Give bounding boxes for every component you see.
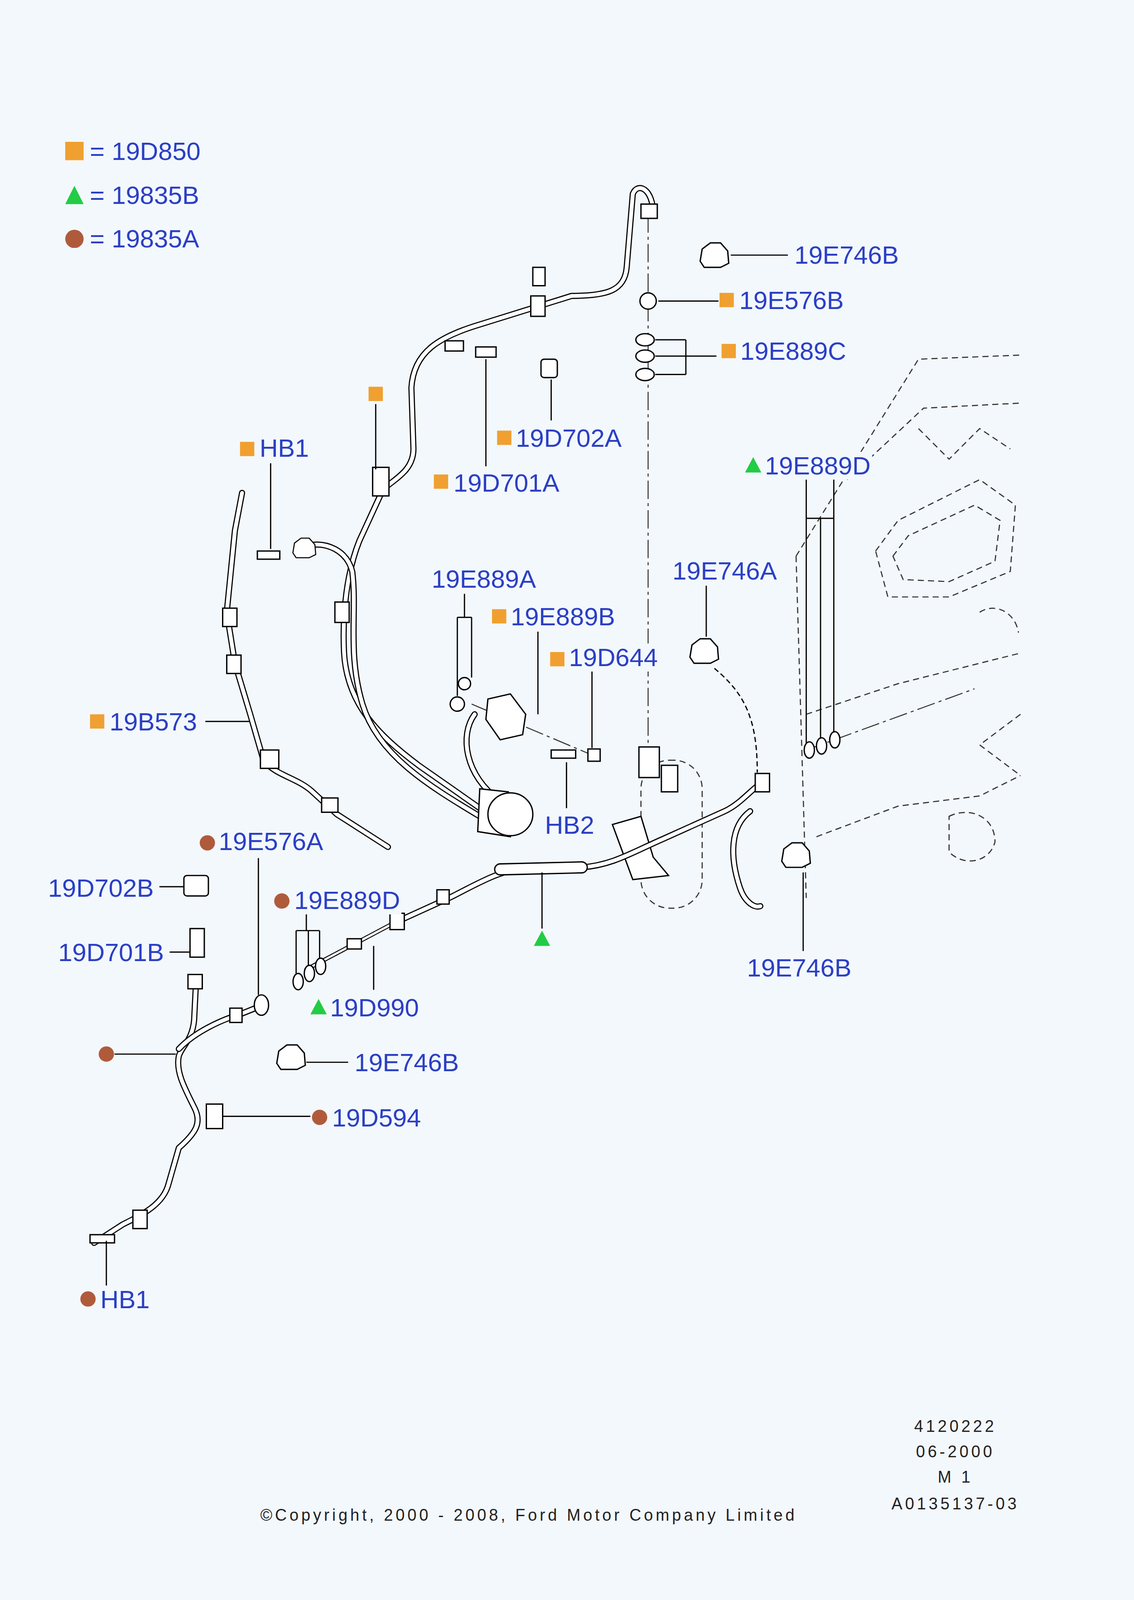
part-number: HB1 — [258, 434, 311, 463]
legend-text: = 19835A — [89, 224, 199, 253]
part-number: 19D702A — [514, 424, 623, 453]
illustration-code: A0135137-03 — [890, 1494, 1021, 1513]
part-number: 19D644 — [567, 643, 660, 672]
centre-line — [806, 688, 975, 750]
part-number: 19E746B — [745, 953, 853, 982]
body-panel — [796, 355, 1021, 898]
part-number: 19D701B — [56, 938, 166, 967]
part-number: 19E889D — [763, 451, 873, 480]
copyright-note: ©Copyright, 2000 - 2008, Ford Motor Comp… — [259, 1505, 799, 1525]
part-number: 19D990 — [328, 993, 420, 1022]
part-number: 19E576B — [738, 286, 845, 315]
illustration-code: M 1 — [936, 1467, 975, 1487]
legend-swatch — [65, 141, 84, 161]
part-number: 19E576A — [217, 827, 325, 856]
illustration-date: 06-2000 — [914, 1442, 997, 1461]
legend-text: = 19835B — [89, 181, 199, 210]
pipes — [94, 188, 761, 1243]
part-number: 19E889C — [738, 337, 848, 366]
part-number: HB1 — [99, 1285, 152, 1314]
leader-lines — [106, 255, 835, 1286]
part-number: 19E746B — [793, 241, 901, 270]
part-number: 19E746A — [670, 556, 778, 585]
legend-text: = 19D850 — [89, 137, 201, 166]
part-markers — [80, 292, 762, 1307]
part-number: 19D701A — [452, 468, 561, 498]
part-number: 19E746B — [353, 1048, 461, 1077]
illustration-code: 4120222 — [912, 1417, 999, 1436]
part-number: 19E889D — [293, 886, 402, 915]
part-number: HB2 — [543, 810, 596, 840]
part-number: 19D594 — [330, 1103, 423, 1132]
legend-swatch — [65, 185, 84, 205]
part-number: 19E889A — [430, 564, 538, 594]
part-number: 19B573 — [108, 707, 199, 736]
legend-swatch — [65, 229, 84, 249]
fittings — [90, 203, 840, 1243]
part-number: 19D702B — [46, 873, 156, 903]
part-number: 19E889B — [509, 602, 617, 631]
